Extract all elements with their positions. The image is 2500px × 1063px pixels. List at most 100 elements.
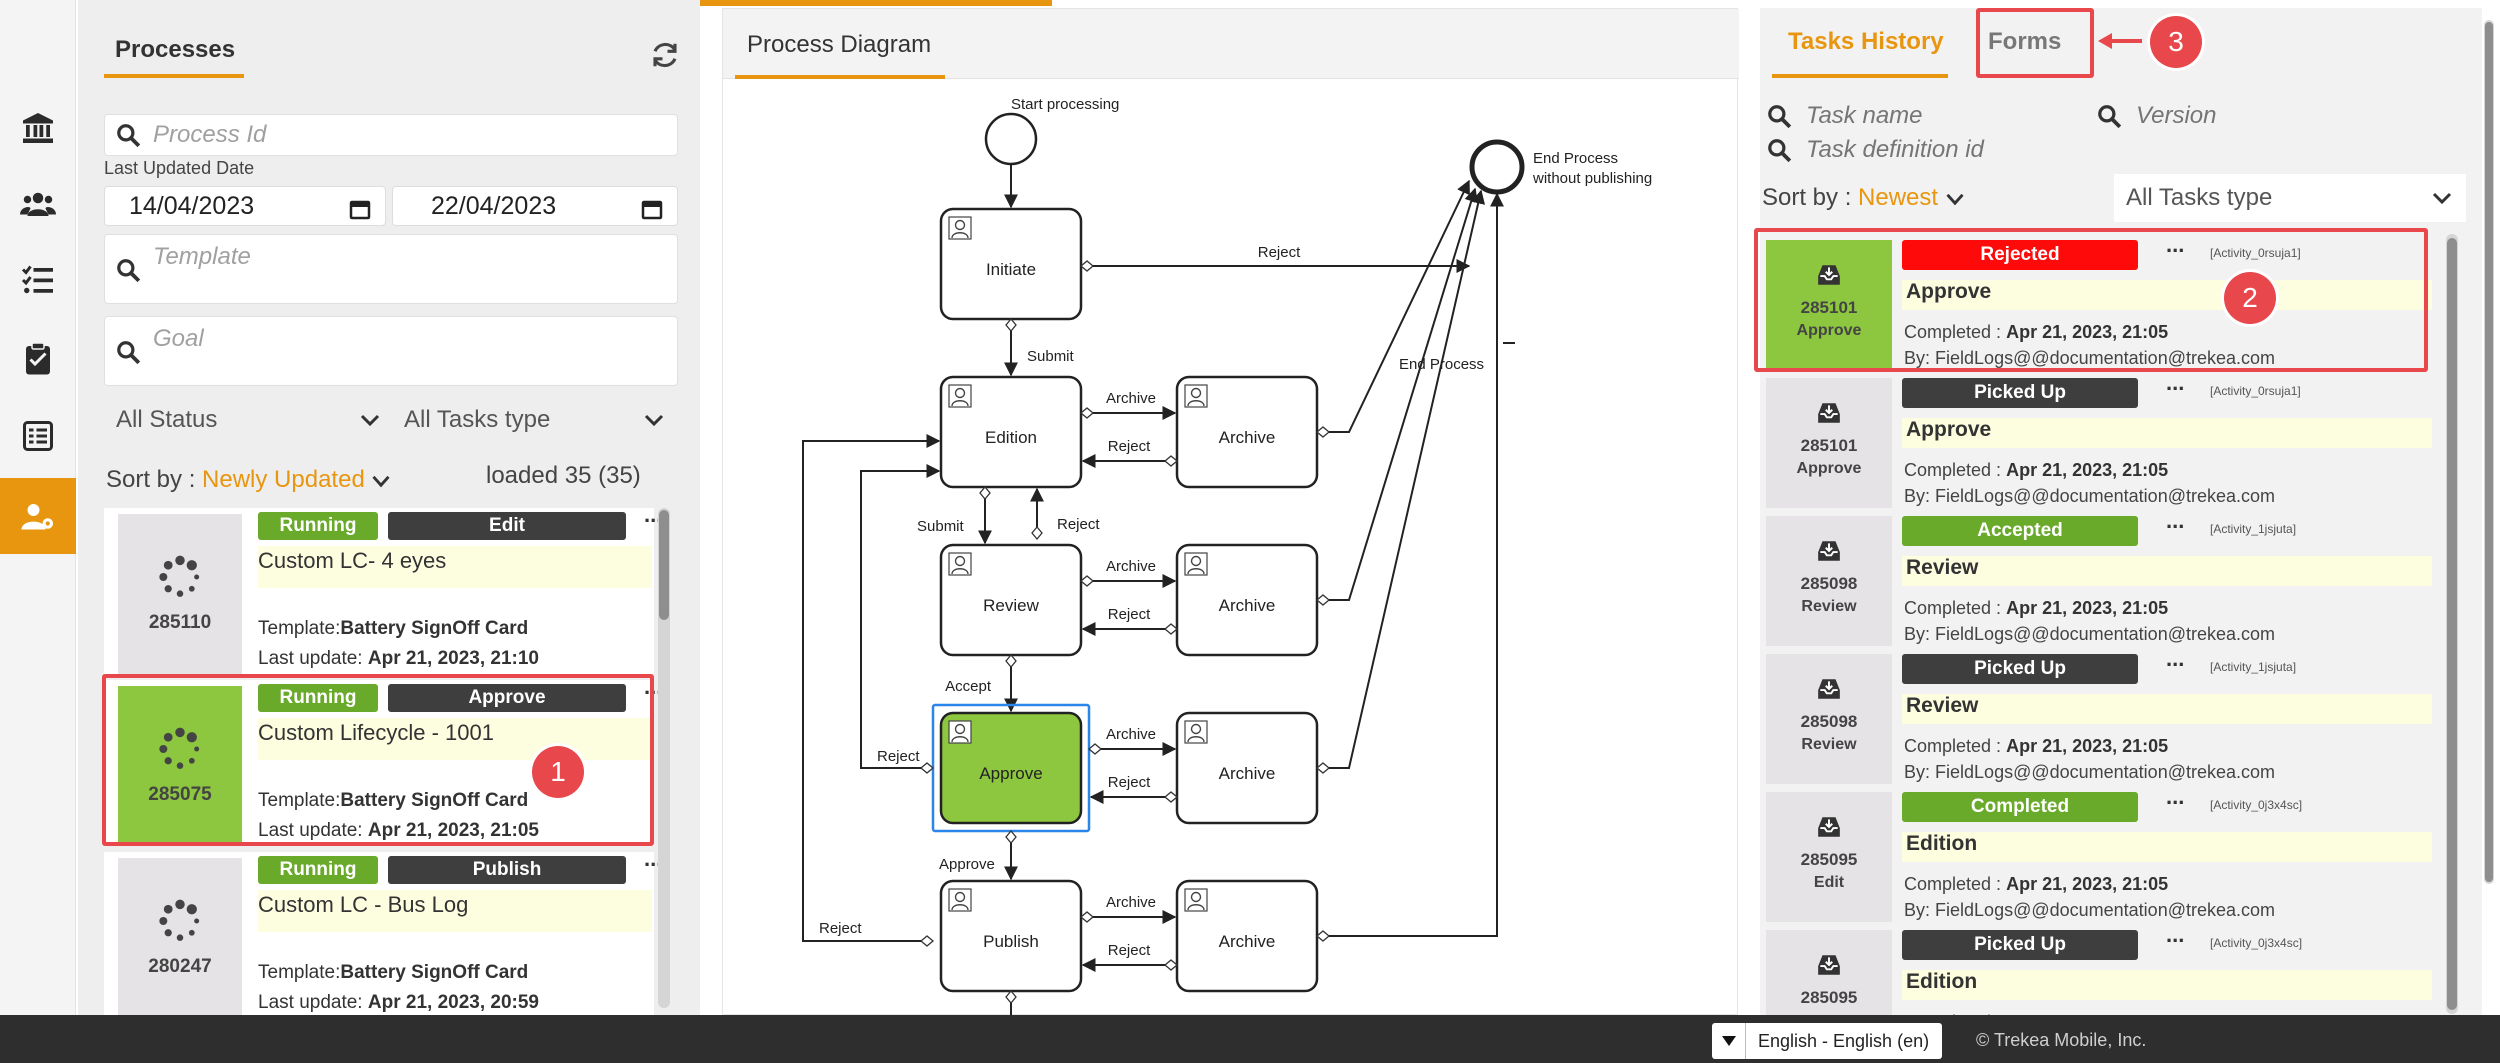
task-name-field[interactable] xyxy=(1766,98,2086,134)
status-select-value: All Status xyxy=(116,406,218,433)
scrollbar-thumb[interactable] xyxy=(659,510,669,620)
language-select[interactable]: English - English (en) xyxy=(1712,1023,1942,1059)
nav-users[interactable] xyxy=(0,166,76,242)
sort-control[interactable]: Sort by : Newly Updated xyxy=(106,466,391,494)
tasks-list-scrollbar[interactable] xyxy=(2446,234,2458,1014)
task-name-input[interactable] xyxy=(1806,102,2066,130)
calendar-icon[interactable] xyxy=(639,197,665,221)
start-event[interactable] xyxy=(984,112,1038,166)
more-options-icon[interactable]: ... xyxy=(644,846,663,871)
by-label: By: xyxy=(1904,762,1931,782)
date-from-field[interactable]: 14/04/2023 xyxy=(104,186,386,226)
nav-checklist[interactable] xyxy=(0,242,76,318)
task-definition-field[interactable] xyxy=(1766,132,2086,168)
search-icon xyxy=(117,259,141,283)
task-definition-input[interactable] xyxy=(1806,136,2086,164)
nav-user-settings[interactable] xyxy=(0,478,76,554)
loading-spinner-icon xyxy=(159,727,200,769)
tasks-sort-control[interactable]: Sort by : Newest xyxy=(1762,184,1965,212)
annotation-badge-1: 1 xyxy=(532,746,584,798)
task-completed: Completed : Apr 21, 2023, 21:05 xyxy=(1904,322,2168,343)
completed-value: Apr 21, 2023, 21:05 xyxy=(2006,736,2169,756)
more-options-icon[interactable]: ... xyxy=(2166,784,2185,809)
completed-label: Completed : xyxy=(1904,736,2002,756)
completed-label: Completed : xyxy=(1904,874,2002,894)
date-to-field[interactable]: 22/04/2023 xyxy=(392,186,678,226)
version-input[interactable] xyxy=(2136,102,2396,130)
tasks-sort-label: Sort by : xyxy=(1762,184,1852,211)
more-options-icon[interactable]: ... xyxy=(2166,232,2185,257)
annotation-badge-3: 3 xyxy=(2150,16,2202,68)
date-from-value: 14/04/2023 xyxy=(129,191,255,220)
flow-label-reject: Reject xyxy=(1108,606,1151,623)
task-edition[interactable] xyxy=(939,375,1083,489)
sort-value[interactable]: Newly Updated xyxy=(202,466,365,493)
flow-label-archive: Archive xyxy=(1106,726,1156,743)
processes-tab-title[interactable]: Processes xyxy=(115,36,236,63)
loading-spinner-icon xyxy=(159,899,200,941)
template-field[interactable] xyxy=(104,234,678,304)
template-label: Template: xyxy=(258,618,341,639)
flow-label-approve: Approve xyxy=(939,856,995,873)
nav-clipboard[interactable] xyxy=(0,320,76,396)
page-scrollbar[interactable] xyxy=(2484,20,2494,884)
refresh-icon[interactable] xyxy=(650,40,680,70)
task-status-badge: Picked Up xyxy=(1902,654,2138,684)
more-options-icon[interactable]: ... xyxy=(2166,508,2185,533)
by-label: By: xyxy=(1904,486,1931,506)
task-approve[interactable] xyxy=(939,711,1083,825)
more-options-icon[interactable]: ... xyxy=(2166,922,2185,947)
last-updated-label: Last Updated Date xyxy=(104,158,255,178)
process-template: Template:Battery SignOff Card xyxy=(258,618,528,640)
goal-field[interactable] xyxy=(104,316,678,386)
end-event-label-line2: without publishing xyxy=(1532,170,1652,187)
dropdown-toggle[interactable] xyxy=(1712,1023,1746,1059)
date-to-value: 22/04/2023 xyxy=(431,191,557,220)
more-options-icon[interactable]: ... xyxy=(2166,370,2185,395)
task-title: Review xyxy=(1902,556,2432,586)
process-title: Custom Lifecycle - 1001 xyxy=(258,718,652,760)
more-options-icon[interactable]: ... xyxy=(2166,646,2185,671)
end-event[interactable] xyxy=(1469,139,1525,195)
scrollbar-thumb[interactable] xyxy=(2447,238,2457,1010)
task-by: By: FieldLogs@@documentation@trekea.com xyxy=(1904,348,2275,369)
process-id-input[interactable] xyxy=(153,121,677,149)
flow-label-submit: Submit xyxy=(1027,348,1075,365)
diagram-tab-title[interactable]: Process Diagram xyxy=(747,31,932,58)
goal-input[interactable] xyxy=(153,325,677,353)
tasks-type-filter-value: All Tasks type xyxy=(2126,184,2273,211)
tab-tasks-history[interactable]: Tasks History xyxy=(1788,28,1944,55)
version-field[interactable] xyxy=(2096,98,2416,134)
tasks-type-select[interactable]: All Tasks type xyxy=(404,406,666,434)
process-list-scrollbar[interactable] xyxy=(658,508,670,1008)
by-label: By: xyxy=(1904,624,1931,644)
status-select[interactable]: All Status xyxy=(116,406,382,434)
more-options-icon[interactable]: ... xyxy=(644,502,663,527)
tab-forms[interactable]: Forms xyxy=(1988,28,2062,55)
scrollbar-thumb[interactable] xyxy=(2485,22,2493,882)
task-title: Edition xyxy=(1902,970,2432,1000)
flow-label-reject: Reject xyxy=(1108,438,1151,455)
nav-bank[interactable] xyxy=(0,90,76,166)
calendar-icon[interactable] xyxy=(347,197,373,221)
tasks-sort-value[interactable]: Newest xyxy=(1858,184,1939,211)
template-input[interactable] xyxy=(153,243,677,271)
annotation-box-1 xyxy=(102,674,654,846)
process-id-field[interactable] xyxy=(104,114,678,156)
process-last-update: Last update: Apr 21, 2023, 21:10 xyxy=(258,648,539,670)
clipboard-icon xyxy=(26,342,50,375)
flow-label-reject: Reject xyxy=(1057,516,1100,533)
activity-id: [Activity_0rsuja1] xyxy=(2210,246,2301,260)
activity-id: [Activity_0j3x4sc] xyxy=(2210,798,2303,812)
tasks-type-filter[interactable]: All Tasks type xyxy=(2114,174,2466,222)
nav-form[interactable] xyxy=(0,398,76,474)
flow-label-reject: Reject xyxy=(1108,774,1151,791)
